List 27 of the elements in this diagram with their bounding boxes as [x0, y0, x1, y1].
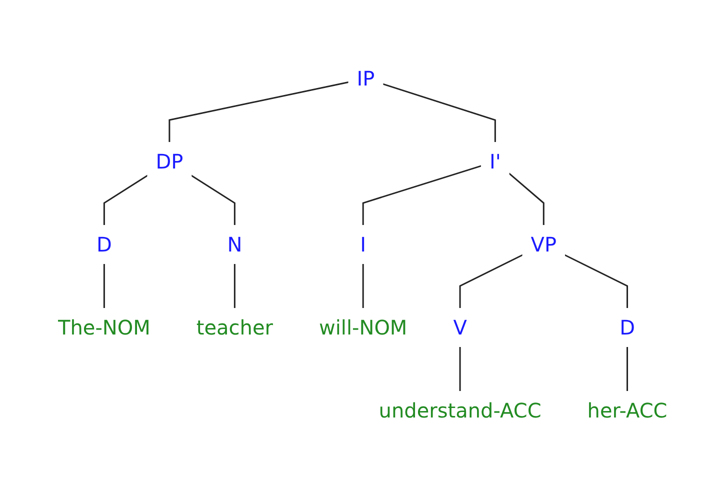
connector — [508, 172, 545, 226]
connector — [460, 254, 524, 308]
node-text: VP — [531, 232, 557, 256]
connector — [362, 165, 482, 226]
connector — [460, 346, 462, 392]
node-text: D — [96, 232, 112, 256]
node-text: D — [620, 316, 636, 340]
node-text: will-NOM — [319, 316, 408, 340]
node-text: N — [228, 232, 243, 256]
connector — [626, 346, 628, 392]
node-text: IP — [357, 66, 376, 90]
connector — [104, 174, 148, 226]
node-text: I — [360, 232, 366, 256]
node-text: understand-ACC — [379, 398, 542, 422]
node-text: I' — [490, 150, 502, 174]
connector — [191, 174, 236, 226]
node-text: The-NOM — [58, 316, 151, 340]
connector — [382, 83, 496, 142]
connector — [104, 264, 106, 308]
node-text: her-ACC — [588, 398, 668, 422]
node-text: V — [454, 316, 468, 340]
node-text: DP — [156, 150, 184, 174]
connector — [234, 264, 236, 308]
connector — [362, 264, 364, 308]
connector — [169, 81, 350, 142]
node-text: teacher — [196, 316, 274, 340]
connector — [564, 254, 628, 308]
